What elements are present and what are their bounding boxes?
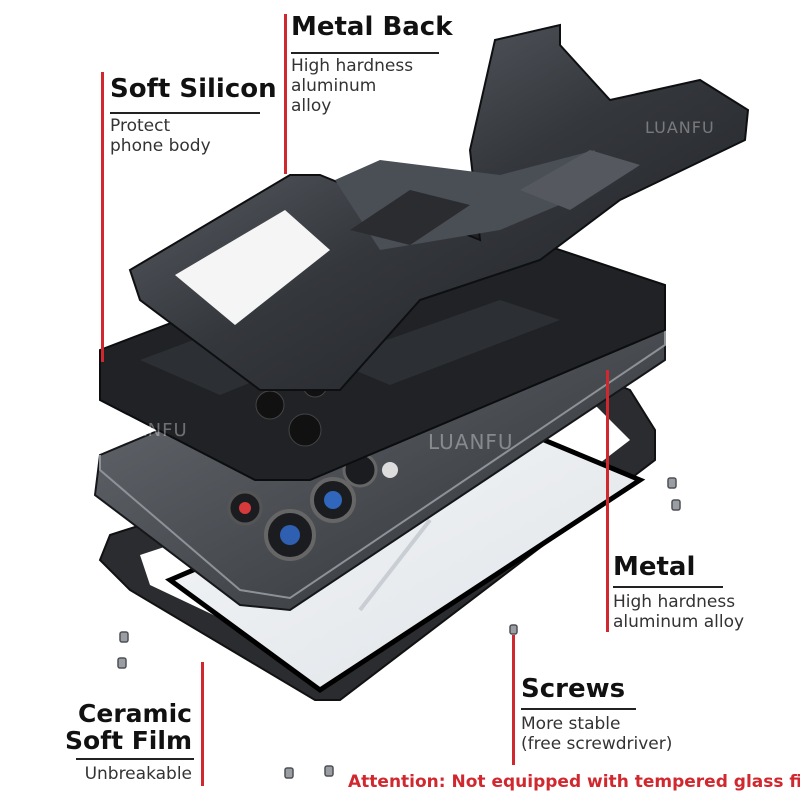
title-underline [76,758,194,760]
screws-desc: More stable (free screwdriver) [521,714,673,754]
ceramic-film-callout: Ceramic Soft Film Unbreakable [60,699,194,784]
ceramic-leader [201,662,204,786]
attention-notice: Attention: Not equipped with tempered gl… [348,772,800,792]
metal-back-callout: Metal Back High hardness aluminum alloy [291,12,453,116]
watermark: LUANFU [428,430,514,454]
metal-back-plate [128,23,750,391]
metal-back-title: Metal Back [291,12,453,42]
title-underline [521,708,636,710]
soft-silicon-desc: Protect phone body [110,116,211,156]
metal-leader [606,370,609,632]
ceramic-film-title: Ceramic Soft Film [65,699,192,755]
watermark: LUANFU [110,420,188,441]
screws-title: Screws [521,674,626,704]
title-underline [110,112,260,114]
metal-back-leader [284,14,287,174]
title-underline [291,52,439,54]
soft-silicon-callout: Soft Silicon Protect phone body [110,74,277,156]
screws-callout: Screws More stable (free screwdriver) [521,674,672,754]
metal-callout: Metal High hardness aluminum alloy [613,552,744,632]
soft-silicon-title: Soft Silicon [110,74,277,104]
screws-leader [512,635,515,765]
soft-silicon-leader [101,72,104,362]
title-underline [613,586,723,588]
watermark: LUANFU [360,96,430,115]
watermark: LUANFU [645,118,715,137]
screws [117,477,681,779]
ceramic-film-desc: Unbreakable [84,764,192,784]
metal-title: Metal [613,552,696,582]
metal-back-desc: High hardness aluminum alloy [291,56,414,116]
metal-desc: High hardness aluminum alloy [613,592,745,632]
